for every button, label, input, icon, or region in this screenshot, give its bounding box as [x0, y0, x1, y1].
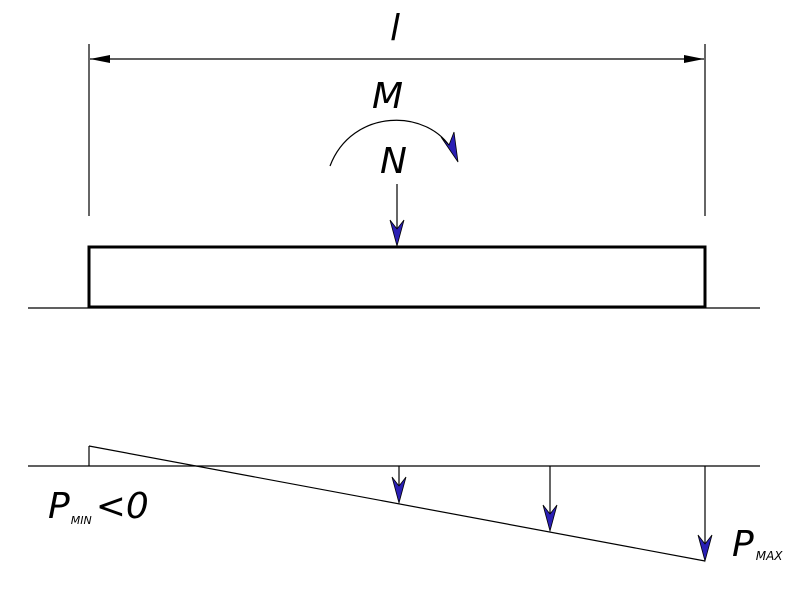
pressure-arrow-3-icon — [697, 534, 713, 563]
pressure-arrow-1-icon — [391, 476, 407, 505]
p-min-label: PMIN<0 — [48, 486, 149, 527]
moment-arrowhead-icon — [440, 131, 459, 163]
applied-loads: M N — [329, 76, 459, 248]
pressure-line — [88, 445, 706, 562]
pressure-arrow-2-icon — [542, 504, 558, 533]
span-dimension: l — [88, 8, 706, 216]
normal-force-label: N — [380, 141, 407, 182]
moment-label: M — [372, 76, 403, 117]
foundation — [28, 245, 760, 309]
normal-force-arrowhead-icon — [389, 219, 405, 248]
span-length-label: l — [390, 8, 400, 49]
foundation-slab — [87, 245, 707, 309]
